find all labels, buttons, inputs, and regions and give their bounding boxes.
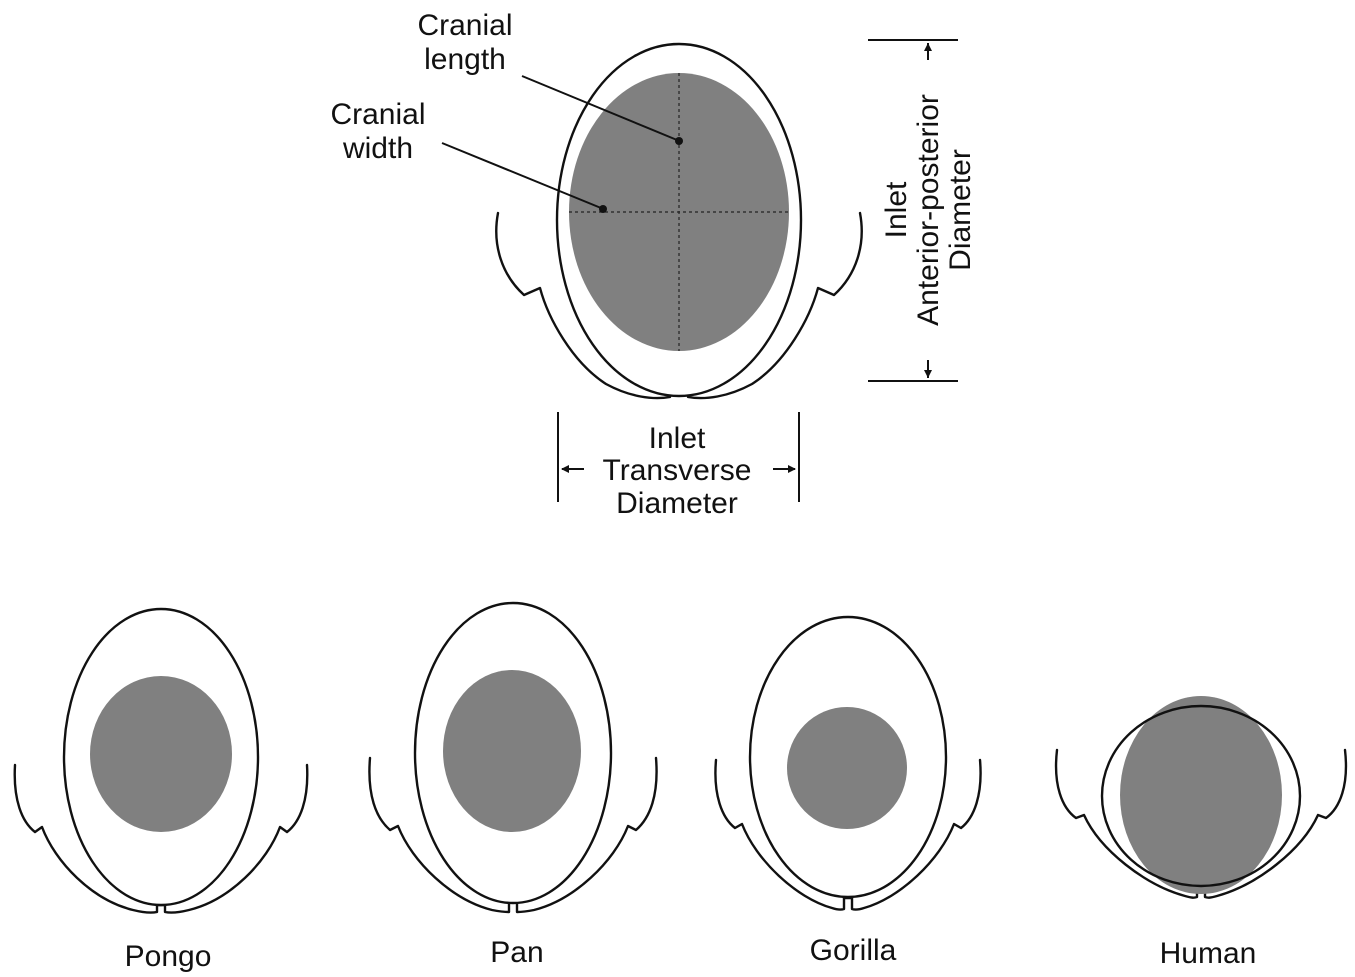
cranial-length-label-line1: Cranial <box>417 9 512 42</box>
cranial-length-point <box>675 137 683 145</box>
ap-label-line1: Inlet <box>880 181 913 238</box>
transverse-label-line3: Diameter <box>616 487 738 520</box>
ap-label-line3: Diameter <box>944 149 977 271</box>
pongo-cranium <box>90 676 232 832</box>
reference-pelvis: Cranial length Cranial width Inlet Trans… <box>330 9 977 520</box>
pan-cranium <box>443 670 581 832</box>
human-cranium <box>1120 696 1282 894</box>
ap-label-line2: Anterior-posterior <box>912 94 945 326</box>
human-pelvis: Human <box>1056 696 1346 970</box>
cranial-length-label-line2: length <box>424 43 506 76</box>
cranial-width-point <box>599 205 607 213</box>
transverse-right-arrowhead <box>788 465 796 473</box>
pan-pelvis: Pan <box>369 603 656 969</box>
ap-top-arrowhead <box>924 43 932 51</box>
transverse-left-arrowhead <box>561 465 569 473</box>
cranial-width-label-line2: width <box>342 132 413 165</box>
transverse-dimension: Inlet Transverse Diameter <box>558 412 799 520</box>
transverse-label-line2: Transverse <box>603 454 752 487</box>
gorilla-label: Gorilla <box>810 934 897 967</box>
ap-bottom-arrowhead <box>924 370 932 378</box>
gorilla-pelvis: Gorilla <box>715 617 980 967</box>
pongo-label: Pongo <box>125 940 212 973</box>
ap-dimension: Inlet Anterior-posterior Diameter <box>868 40 977 381</box>
transverse-label-line1: Inlet <box>649 422 706 455</box>
cranial-width-label-line1: Cranial <box>330 98 425 131</box>
human-label: Human <box>1160 937 1257 970</box>
gorilla-cranium <box>787 707 907 829</box>
pan-label: Pan <box>490 936 543 969</box>
pongo-pelvis: Pongo <box>15 609 308 973</box>
